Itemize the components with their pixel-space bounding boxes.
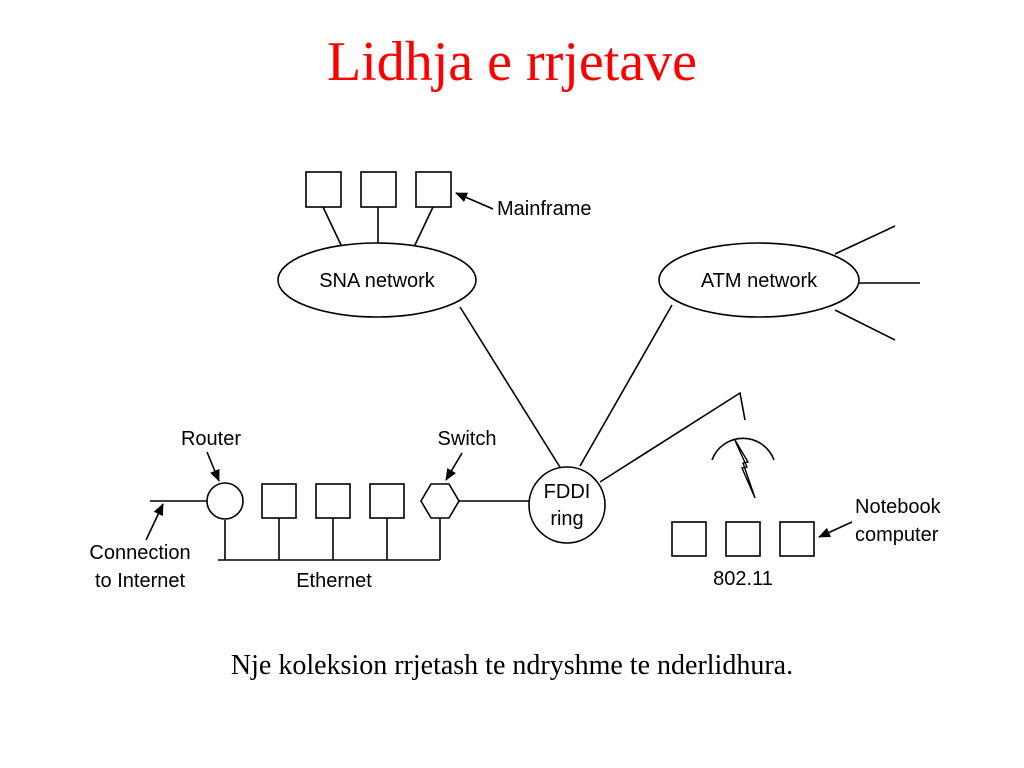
notebook-box (671, 521, 707, 557)
sna-network-ellipse (277, 242, 477, 318)
switch-label: Switch (438, 428, 497, 450)
notebook-box (779, 521, 815, 557)
atm-external-link (834, 309, 896, 341)
slide-title: Lidhja e rrjetave (326, 31, 697, 93)
mainframe-label: Mainframe (497, 198, 591, 220)
internet-arrow (145, 503, 164, 541)
switch-arrow (445, 452, 463, 481)
wireless-network-label: 802.11 (713, 568, 773, 590)
mainframe-link (413, 206, 434, 248)
access-point-dome (711, 437, 775, 461)
wireless-signal-icon (734, 439, 756, 499)
sna-network-label: SNA network (319, 270, 436, 292)
router-label: Router (181, 428, 241, 450)
connection-label-line1: Connection (89, 542, 190, 564)
router-node (206, 482, 244, 520)
mainframe-link (322, 206, 343, 248)
switch-node (420, 483, 460, 519)
slide-caption: Nje koleksion rrjetash te ndryshme te nd… (230, 650, 794, 681)
ethernet-label: Ethernet (296, 570, 372, 592)
fddi-label-line1: FDDI (544, 481, 591, 503)
sna-fddi-link (459, 306, 564, 473)
notebook-box (725, 521, 761, 557)
notebook-arrow (818, 521, 853, 538)
fddi-label-line2: ring (550, 508, 583, 530)
host-box (261, 483, 297, 519)
mainframe-box (360, 171, 397, 208)
fddi-ring (528, 466, 606, 544)
mainframe-box (415, 171, 452, 208)
notebook-label-line1: Notebook (855, 496, 942, 518)
connection-label-line2: to Internet (95, 570, 186, 592)
router-arrow (206, 451, 220, 482)
atm-external-link (834, 225, 896, 255)
atm-network-ellipse (658, 242, 860, 318)
wireless-fddi-link (599, 391, 746, 483)
atm-network-label: ATM network (701, 270, 818, 292)
host-box (315, 483, 351, 519)
host-box (369, 483, 405, 519)
mainframe-arrow (455, 192, 494, 210)
notebook-label-line2: computer (855, 524, 939, 546)
atm-fddi-link (579, 304, 673, 467)
mainframe-group (305, 171, 452, 248)
mainframe-box (305, 171, 342, 208)
